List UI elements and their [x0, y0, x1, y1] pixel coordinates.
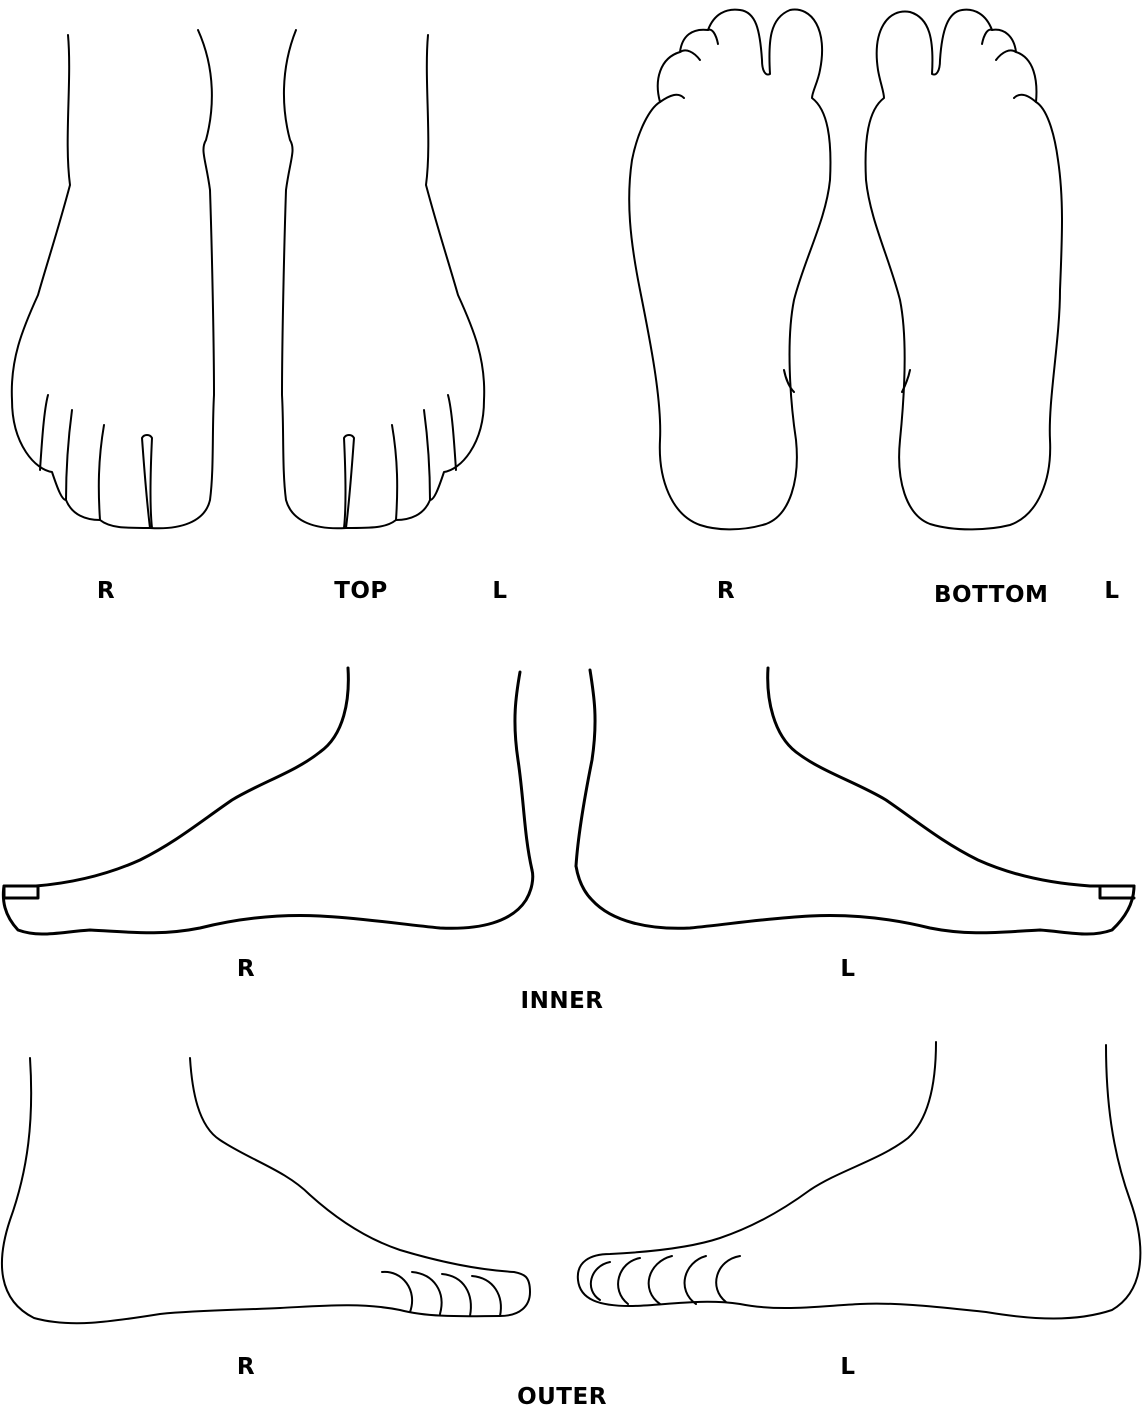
- inner-right-foot-heel: [515, 672, 532, 870]
- top-right-label: R: [97, 580, 115, 603]
- top-right-toe-line-2: [66, 410, 72, 500]
- bottom-right-toe-2: [680, 50, 700, 60]
- inner-right-toenail: [4, 886, 38, 898]
- outer-right-toe-3: [442, 1274, 471, 1316]
- inner-view-title: INNER: [521, 990, 604, 1013]
- top-left-foot: [282, 30, 484, 528]
- inner-left-foot-top: [576, 668, 1134, 934]
- top-left-toe-line-4: [344, 435, 354, 528]
- outer-left-toe-5: [716, 1256, 740, 1302]
- inner-left-toenail: [1100, 886, 1134, 898]
- top-left-toe-line-1: [448, 395, 456, 470]
- bottom-left-sole-outline: [866, 10, 1062, 530]
- outer-right-toe-1: [382, 1272, 412, 1312]
- outer-left-foot-outline: [578, 1042, 1141, 1319]
- outer-left-toe-4: [685, 1256, 706, 1304]
- outer-right-toe-4: [472, 1276, 501, 1316]
- outer-left-foot: [578, 1042, 1141, 1319]
- outer-left-toe-3: [649, 1256, 672, 1304]
- top-left-toe-line-3: [392, 425, 397, 520]
- outer-right-foot: [2, 1058, 530, 1323]
- bottom-right-sole-outline: [629, 10, 830, 530]
- top-right-toe-line-3: [99, 425, 104, 520]
- bottom-left-label: L: [1104, 580, 1119, 603]
- inner-right-label: R: [237, 958, 255, 981]
- top-right-foot: [12, 30, 214, 528]
- inner-right-foot-top: [3, 668, 532, 934]
- outer-left-toe-2: [618, 1258, 640, 1304]
- bottom-left-toe-3: [982, 30, 992, 44]
- bottom-left-sole: [866, 10, 1062, 530]
- inner-left-foot: [576, 668, 1134, 934]
- top-right-toe-line-4: [142, 435, 152, 528]
- top-left-label: L: [492, 580, 507, 603]
- top-view-title: TOP: [334, 580, 388, 603]
- outer-left-toe-1: [591, 1262, 610, 1300]
- outer-view-title: OUTER: [517, 1386, 607, 1409]
- bottom-view-title: BOTTOM: [934, 580, 1044, 611]
- bottom-right-toe-1: [660, 95, 684, 102]
- bottom-left-arch: [902, 370, 910, 392]
- inner-right-foot: [3, 668, 532, 934]
- outer-right-toe-2: [412, 1272, 442, 1314]
- bottom-left-toe-1: [1014, 95, 1036, 102]
- outer-right-foot-outline: [2, 1058, 530, 1323]
- top-right-toe-line-1: [40, 395, 48, 470]
- bottom-left-toe-2: [996, 50, 1016, 60]
- bottom-right-label: R: [717, 580, 735, 603]
- outer-right-label: R: [237, 1356, 255, 1379]
- inner-left-foot-heel: [576, 670, 595, 866]
- top-left-toe-line-2: [424, 410, 430, 500]
- bottom-right-sole: [629, 10, 830, 530]
- bottom-right-toe-3: [708, 30, 718, 44]
- outer-left-label: L: [840, 1356, 855, 1379]
- inner-left-label: L: [840, 958, 855, 981]
